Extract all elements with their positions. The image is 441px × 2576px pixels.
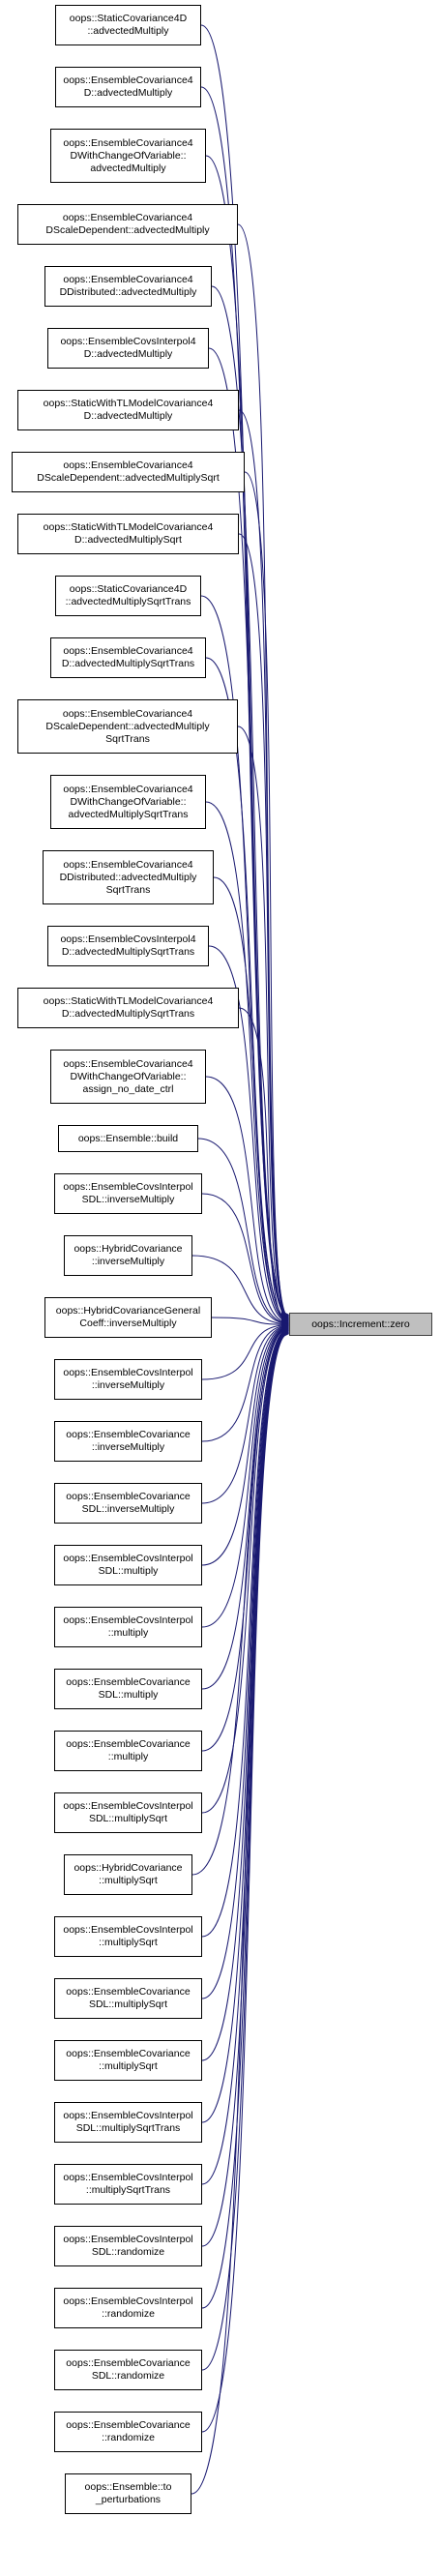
caller-node[interactable]: oops::StaticWithTLModelCovariance4 D::ad… <box>17 514 239 554</box>
call-edge <box>213 876 289 1325</box>
call-edge <box>201 1325 289 1938</box>
call-edge <box>197 1138 289 1327</box>
caller-node[interactable]: oops::EnsembleCovariance4 DScaleDependen… <box>12 452 245 492</box>
call-edge <box>208 945 289 1326</box>
caller-node[interactable]: oops::StaticCovariance4D ::advectedMulti… <box>55 576 201 616</box>
caller-node[interactable]: oops::EnsembleCovsInterpol SDL::multiply <box>54 1545 202 1585</box>
caller-node[interactable]: oops::EnsembleCovsInterpol SDL::multiply… <box>54 1792 202 1833</box>
call-edge <box>201 1327 289 2185</box>
caller-node[interactable]: oops::EnsembleCovsInterpol ::randomize <box>54 2288 202 2328</box>
caller-node[interactable]: oops::EnsembleCovariance4 DWithChangeOfV… <box>50 1050 206 1104</box>
caller-node[interactable]: oops::HybridCovariance ::multiplySqrt <box>64 1854 192 1895</box>
call-edge <box>191 1330 289 2495</box>
call-edge <box>201 1321 289 1442</box>
call-edge <box>201 1323 289 1690</box>
call-edge <box>201 1324 289 1814</box>
call-edge <box>211 1317 289 1329</box>
call-edge <box>201 1321 289 1504</box>
caller-node[interactable]: oops::HybridCovariance ::inverseMultiply <box>64 1235 192 1276</box>
call-edge <box>201 1329 289 2371</box>
caller-node[interactable]: oops::HybridCovarianceGeneral Coeff::inv… <box>44 1297 212 1338</box>
caller-node[interactable]: oops::EnsembleCovariance4 DDistributed::… <box>43 850 214 904</box>
call-edge <box>205 1076 289 1327</box>
call-edge <box>238 1007 289 1326</box>
caller-node[interactable]: oops::EnsembleCovariance SDL::multiplySq… <box>54 1978 202 2019</box>
caller-node[interactable]: oops::EnsembleCovariance ::multiply <box>54 1731 202 1771</box>
caller-node[interactable]: oops::EnsembleCovsInterpol4 D::advectedM… <box>47 328 209 369</box>
caller-node[interactable]: oops::EnsembleCovariance4 DScaleDependen… <box>17 699 238 754</box>
call-edge <box>237 725 289 1324</box>
caller-node[interactable]: oops::EnsembleCovsInterpol ::multiplySqr… <box>54 2164 202 2205</box>
caller-node[interactable]: oops::EnsembleCovsInterpol SDL::randomiz… <box>54 2226 202 2266</box>
caller-node[interactable]: oops::EnsembleCovsInterpol ::multiply <box>54 1607 202 1647</box>
call-edge <box>201 1320 289 1380</box>
caller-node[interactable]: oops::EnsembleCovariance4 D::advectedMul… <box>50 637 206 678</box>
caller-node[interactable]: oops::Ensemble::build <box>58 1125 198 1152</box>
call-edge <box>201 1322 289 1628</box>
call-edge <box>201 1327 289 2123</box>
caller-node[interactable]: oops::EnsembleCovsInterpol SDL::multiply… <box>54 2102 202 2143</box>
call-edge <box>205 657 289 1324</box>
call-edge <box>201 1329 289 2433</box>
caller-node[interactable]: oops::StaticCovariance4D ::advectedMulti… <box>55 5 201 45</box>
call-edge <box>211 285 289 1320</box>
caller-node[interactable]: oops::EnsembleCovariance SDL::randomize <box>54 2350 202 2390</box>
caller-node[interactable]: oops::EnsembleCovsInterpol ::inverseMult… <box>54 1359 202 1400</box>
caller-node[interactable]: oops::StaticWithTLModelCovariance4 D::ad… <box>17 988 239 1028</box>
caller-node[interactable]: oops::EnsembleCovariance4 DWithChangeOfV… <box>50 129 206 183</box>
caller-node[interactable]: oops::EnsembleCovariance4 DWithChangeOfV… <box>50 775 206 829</box>
call-edge <box>201 1322 289 1566</box>
caller-node[interactable]: oops::EnsembleCovariance4 DDistributed::… <box>44 266 212 307</box>
call-edge <box>238 409 289 1321</box>
caller-node[interactable]: oops::EnsembleCovariance ::multiplySqrt <box>54 2040 202 2081</box>
call-edge <box>201 1326 289 2061</box>
caller-node[interactable]: oops::EnsembleCovsInterpol SDL::inverseM… <box>54 1173 202 1214</box>
call-edge <box>244 471 289 1322</box>
caller-node[interactable]: oops::Ensemble::to _perturbations <box>65 2473 191 2514</box>
call-edge <box>201 1193 289 1328</box>
caller-node[interactable]: oops::EnsembleCovariance SDL::multiply <box>54 1669 202 1709</box>
call-edge <box>208 347 289 1321</box>
caller-node[interactable]: oops::EnsembleCovariance4 D::advectedMul… <box>55 67 201 107</box>
caller-node[interactable]: oops::EnsembleCovariance ::randomize <box>54 2412 202 2452</box>
caller-node[interactable]: oops::StaticWithTLModelCovariance4 D::ad… <box>17 390 239 430</box>
caller-node[interactable]: oops::EnsembleCovariance ::inverseMultip… <box>54 1421 202 1462</box>
call-edge <box>201 1323 289 1752</box>
call-edge <box>191 1255 289 1328</box>
caller-node[interactable]: oops::EnsembleCovariance SDL::inverseMul… <box>54 1483 202 1524</box>
target-node-increment-zero[interactable]: oops::Increment::zero <box>289 1313 432 1336</box>
call-edge <box>191 1324 289 1876</box>
caller-node[interactable]: oops::EnsembleCovsInterpol ::multiplySqr… <box>54 1916 202 1957</box>
call-edge <box>238 533 289 1322</box>
caller-node[interactable]: oops::EnsembleCovariance4 DScaleDependen… <box>17 204 238 245</box>
call-edge <box>201 1325 289 1999</box>
caller-node[interactable]: oops::EnsembleCovsInterpol4 D::advectedM… <box>47 926 209 966</box>
